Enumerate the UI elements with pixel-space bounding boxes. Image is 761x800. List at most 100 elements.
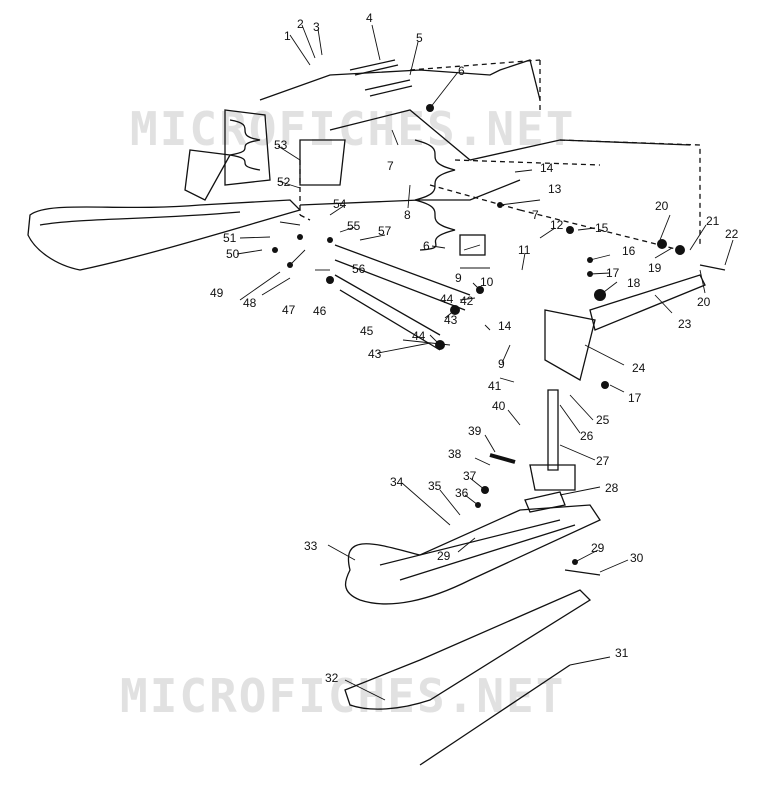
callout-43: 43 <box>368 347 382 361</box>
callout-56: 56 <box>352 262 366 276</box>
callout-5: 5 <box>416 31 423 45</box>
callout-20: 20 <box>655 199 669 213</box>
callout-44-second: 44 <box>440 292 454 306</box>
callout-37: 37 <box>463 469 477 483</box>
tie-rod-57 <box>334 244 471 311</box>
callout-55: 55 <box>347 219 361 233</box>
callout-41: 41 <box>488 379 502 393</box>
callout-18: 18 <box>627 276 641 290</box>
callout-2: 2 <box>297 17 304 31</box>
ski-skag-32 <box>344 589 592 710</box>
callout-19: 19 <box>648 261 662 275</box>
radius-rod-23 <box>589 274 706 331</box>
callout-13: 13 <box>548 182 562 196</box>
rear-bracket <box>184 149 232 201</box>
callout-17-second: 17 <box>628 391 642 405</box>
callout-43-second: 43 <box>444 313 458 327</box>
callout-38: 38 <box>448 447 462 461</box>
callout-17: 17 <box>606 266 620 280</box>
callout-6-second: 6 <box>423 239 430 253</box>
callout-11: 11 <box>518 243 531 257</box>
callout-31: 31 <box>615 646 629 660</box>
callout-6: 6 <box>458 64 465 78</box>
callout-45: 45 <box>360 324 374 338</box>
spindle-bracket-24 <box>544 309 596 381</box>
callout-54: 54 <box>333 197 347 211</box>
callout-35: 35 <box>428 479 442 493</box>
rear-ski-outline <box>27 199 302 271</box>
bolt-22 <box>699 264 726 271</box>
leader-lines <box>236 24 734 701</box>
callout-29: 29 <box>591 541 605 555</box>
rear-ski-inner <box>39 211 241 226</box>
callout-25: 25 <box>596 413 610 427</box>
callout-14-second: 14 <box>498 319 512 333</box>
callout-15: 15 <box>595 221 609 235</box>
callout-46: 46 <box>313 304 327 318</box>
spindle-27 <box>547 389 559 471</box>
callout-10-label: 10 <box>480 275 494 289</box>
bolt-4 <box>349 59 399 76</box>
callout-14: 14 <box>540 161 554 175</box>
front-shock-spring <box>414 139 456 251</box>
callout-44: 44 <box>412 329 426 343</box>
callout-1: 1 <box>284 29 291 43</box>
callout-36: 36 <box>455 486 469 500</box>
callout-39: 39 <box>468 424 482 438</box>
reference-lines <box>299 59 681 251</box>
pin-39 <box>489 453 516 464</box>
callout-47: 47 <box>282 303 296 317</box>
callout-28: 28 <box>605 481 619 495</box>
callout-34: 34 <box>390 475 404 489</box>
callout-52: 52 <box>277 175 291 189</box>
callout-42: 42 <box>460 294 474 308</box>
ski-pad-28 <box>524 491 566 513</box>
callout-40: 40 <box>492 399 506 413</box>
hardware-markers <box>272 104 685 565</box>
callout-53: 53 <box>274 138 288 152</box>
callout-9-second: 9 <box>498 357 505 371</box>
callout-49: 49 <box>210 286 224 300</box>
bracket-53 <box>299 139 346 186</box>
callout-20-second: 20 <box>697 295 711 309</box>
callout-12: 12 <box>550 218 564 232</box>
callout-21: 21 <box>706 214 720 228</box>
callout-8: 8 <box>404 208 411 222</box>
callout-7: 7 <box>387 159 394 173</box>
callout-32: 32 <box>325 671 339 685</box>
callout-29-second: 29 <box>437 549 451 563</box>
callout-23: 23 <box>678 317 692 331</box>
callout-7-second: 7 <box>532 208 539 222</box>
callout-30: 30 <box>630 551 644 565</box>
callout-26: 26 <box>580 429 594 443</box>
callout-51: 51 <box>223 231 237 245</box>
ski-33 <box>344 504 601 605</box>
callout-16: 16 <box>622 244 636 258</box>
front-shock-eye <box>459 234 486 256</box>
rear-shock-spring <box>229 119 261 171</box>
watermark-top: MICROFICHES.NET <box>130 102 575 156</box>
callout-labels: 1 2 3 4 5 6 7 8 9 10 11 12 13 14 15 16 1… <box>210 11 739 685</box>
frame-tube-lower <box>299 179 521 206</box>
callout-9: 9 <box>455 271 462 285</box>
reference-lines-right <box>454 139 701 245</box>
callout-24: 24 <box>632 361 646 375</box>
carbide-runner-31 <box>419 664 571 766</box>
callout-4: 4 <box>366 11 373 25</box>
callout-57: 57 <box>378 224 392 238</box>
frame-tube-middle <box>329 109 691 161</box>
callout-22: 22 <box>725 227 739 241</box>
watermark-bottom: MICROFICHES.NET <box>120 669 565 723</box>
callout-3: 3 <box>313 20 320 34</box>
frame-tube-upper <box>259 59 541 101</box>
rear-shock-body <box>224 109 271 186</box>
callout-50: 50 <box>226 247 240 261</box>
bolt-30 <box>564 569 601 576</box>
bolt-5 <box>364 79 413 97</box>
callout-33: 33 <box>304 539 318 553</box>
spindle-foot <box>529 464 576 491</box>
callout-27: 27 <box>596 454 610 468</box>
callout-48: 48 <box>243 296 257 310</box>
